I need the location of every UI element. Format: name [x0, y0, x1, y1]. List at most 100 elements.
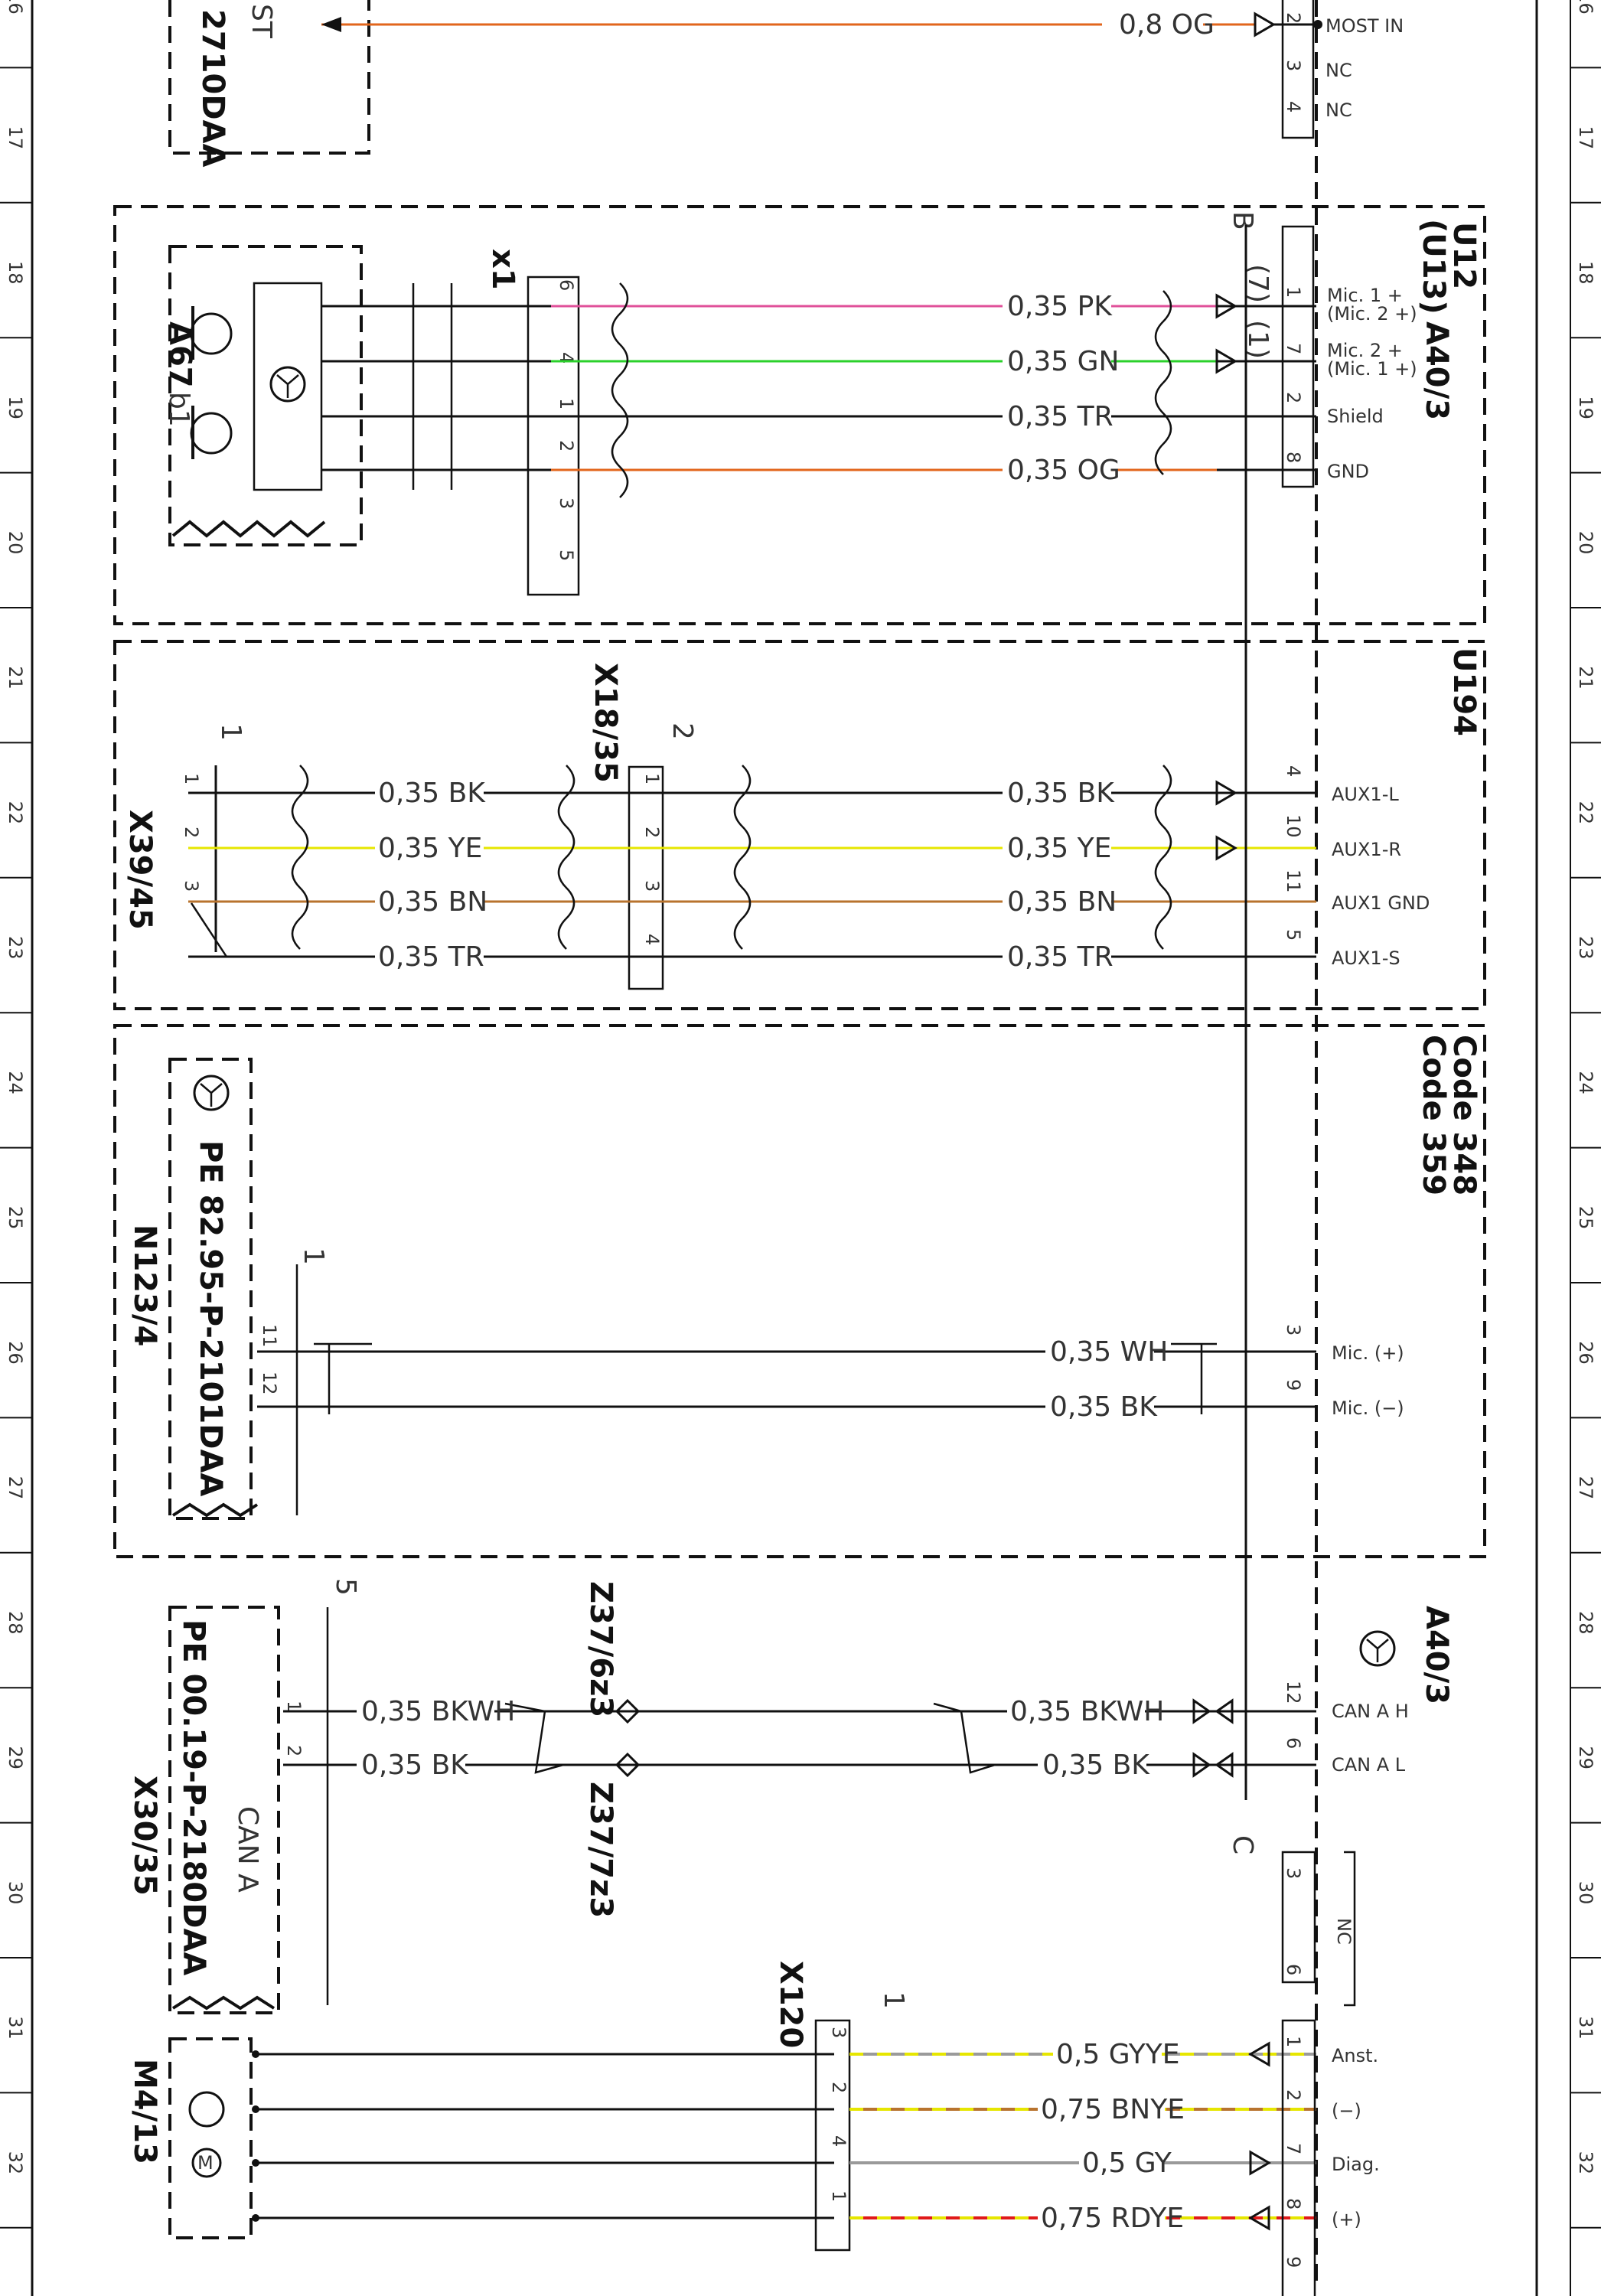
svg-text:2: 2	[1283, 12, 1304, 24]
arrow-most-in	[321, 17, 341, 32]
svg-text:9: 9	[1283, 2256, 1304, 2268]
svg-text:AUX1-S: AUX1-S	[1332, 947, 1400, 969]
svg-text:(Mic. 1 +): (Mic. 1 +)	[1327, 358, 1417, 380]
wire-label-gnd: 0,35 OG	[1007, 455, 1120, 486]
ruler-number: 21	[5, 666, 26, 690]
transistor-icon	[269, 366, 306, 403]
svg-text:6: 6	[1283, 1964, 1304, 1975]
ruler-number: 29	[1575, 1746, 1596, 1769]
svg-text:0,35 BN: 0,35 BN	[378, 886, 487, 918]
m4-pin-block	[1281, 2019, 1316, 2296]
z37-7z3-label: Z37/7z3	[583, 1782, 618, 1918]
svg-text:10: 10	[1283, 814, 1304, 838]
wire-label-minus: 0,75 BNYE	[1041, 2094, 1185, 2125]
x1-label: x1	[485, 249, 520, 290]
svg-text:0,35 BK: 0,35 BK	[378, 778, 486, 809]
x30-35-label: X30/35	[127, 1776, 162, 1896]
x18-35-label: X18/35	[588, 663, 623, 783]
svg-text:Mic. (−): Mic. (−)	[1332, 1397, 1404, 1419]
transistor-icon	[193, 1075, 230, 1111]
svg-text:NC: NC	[1325, 60, 1352, 81]
svg-text:8: 8	[1283, 2198, 1304, 2210]
ruler-number: 17	[1575, 126, 1596, 150]
svg-text:1: 1	[878, 1991, 909, 2009]
u12-label: U12	[1446, 222, 1482, 289]
svg-text:(7): (7)	[1242, 264, 1273, 303]
wire-label-mic-plus: 0,35 WH	[1050, 1336, 1168, 1368]
u13-label: (U13)	[1416, 219, 1451, 315]
svg-text:3: 3	[556, 497, 577, 509]
ruler-number: 23	[5, 936, 26, 960]
svg-text:Mic. 1 +: Mic. 1 +	[1327, 285, 1403, 306]
ruler-number: 27	[1575, 1476, 1596, 1500]
a67-box	[168, 245, 363, 546]
x39-45-label: X39/45	[122, 810, 158, 930]
amplifier-box	[253, 282, 323, 491]
svg-text:NC: NC	[1333, 1918, 1355, 1945]
ruler-number: 17	[5, 126, 26, 150]
transistor-icon	[188, 2091, 225, 2128]
x1-connector	[527, 276, 580, 596]
code-359-label: Code 359	[1416, 1035, 1451, 1195]
shield-break-right	[1154, 290, 1172, 475]
svg-text:3: 3	[828, 2027, 849, 2038]
svg-text:(Mic. 2 +): (Mic. 2 +)	[1327, 303, 1417, 325]
splice-z37-6z3	[615, 1698, 641, 1724]
svg-text:7: 7	[1283, 2143, 1304, 2154]
svg-text:2: 2	[181, 827, 202, 838]
svg-text:Mic. 2 +: Mic. 2 +	[1327, 340, 1403, 361]
wire-label-shield: 0,35 TR	[1007, 401, 1114, 432]
svg-text:2: 2	[283, 1745, 305, 1756]
ruler-number: 20	[5, 531, 26, 555]
m4-13-label: M4/13	[127, 2059, 162, 2164]
ruler-number: 29	[5, 1746, 26, 1769]
svg-text:0,35 BK: 0,35 BK	[1042, 1750, 1150, 1781]
ruler-number: 24	[1575, 1071, 1596, 1094]
svg-text:9: 9	[1283, 1379, 1304, 1391]
ruler-number: 32	[1575, 2151, 1596, 2175]
svg-text:6: 6	[1283, 1737, 1304, 1749]
svg-text:(+): (+)	[1332, 2209, 1361, 2230]
z37-6z3-label: Z37/6z3	[583, 1581, 618, 1717]
top-component-label: 2710DAA	[195, 9, 230, 167]
svg-text:AUX1-R: AUX1-R	[1332, 839, 1401, 860]
svg-text:AUX1-L: AUX1-L	[1332, 784, 1399, 805]
svg-text:1: 1	[641, 773, 663, 784]
svg-text:(1): (1)	[1242, 320, 1273, 359]
svg-text:1: 1	[1283, 286, 1304, 298]
ruler-number: 27	[5, 1476, 26, 1500]
ruler-number: 22	[1575, 801, 1596, 825]
svg-text:2: 2	[828, 2082, 849, 2093]
svg-text:2: 2	[1283, 2089, 1304, 2101]
wire-label-mic2: 0,35 GN	[1007, 346, 1119, 377]
svg-text:4: 4	[828, 2135, 849, 2147]
svg-text:NC: NC	[1325, 99, 1352, 121]
x30-ref: PE 00.19-P-2180DAA	[176, 1619, 211, 1975]
svg-text:CAN A H: CAN A H	[1332, 1701, 1409, 1722]
wire-label-diag: 0,5 GY	[1082, 2148, 1172, 2179]
svg-text:CAN A L: CAN A L	[1332, 1754, 1406, 1776]
ruler-number: 30	[5, 1881, 26, 1905]
svg-text:GND: GND	[1327, 461, 1369, 482]
ruler-number: 18	[1575, 261, 1596, 285]
can-a-label: CAN A	[232, 1806, 263, 1893]
wire-label-mic1: 0,35 PK	[1007, 291, 1113, 322]
c-pin-block	[1281, 1851, 1316, 1984]
svg-text:5: 5	[1283, 929, 1304, 941]
code-348-label: Code 348	[1446, 1035, 1482, 1195]
ruler-number: 31	[5, 2016, 26, 2040]
shield-break-left	[611, 282, 629, 498]
transistor-icon	[1359, 1630, 1396, 1667]
svg-text:2: 2	[641, 827, 663, 838]
ruler-number: 23	[1575, 936, 1596, 960]
svg-text:3: 3	[1283, 1324, 1304, 1336]
motor-icon	[191, 2148, 222, 2178]
svg-text:2: 2	[1283, 392, 1304, 403]
svg-text:Diag.: Diag.	[1332, 2154, 1380, 2175]
svg-text:Mic. (+): Mic. (+)	[1332, 1342, 1404, 1364]
svg-text:0,35 YE: 0,35 YE	[378, 833, 482, 864]
svg-text:(−): (−)	[1332, 2100, 1361, 2122]
a67-sub-label: b1	[163, 392, 194, 427]
svg-text:0,35 BK: 0,35 BK	[361, 1750, 469, 1781]
